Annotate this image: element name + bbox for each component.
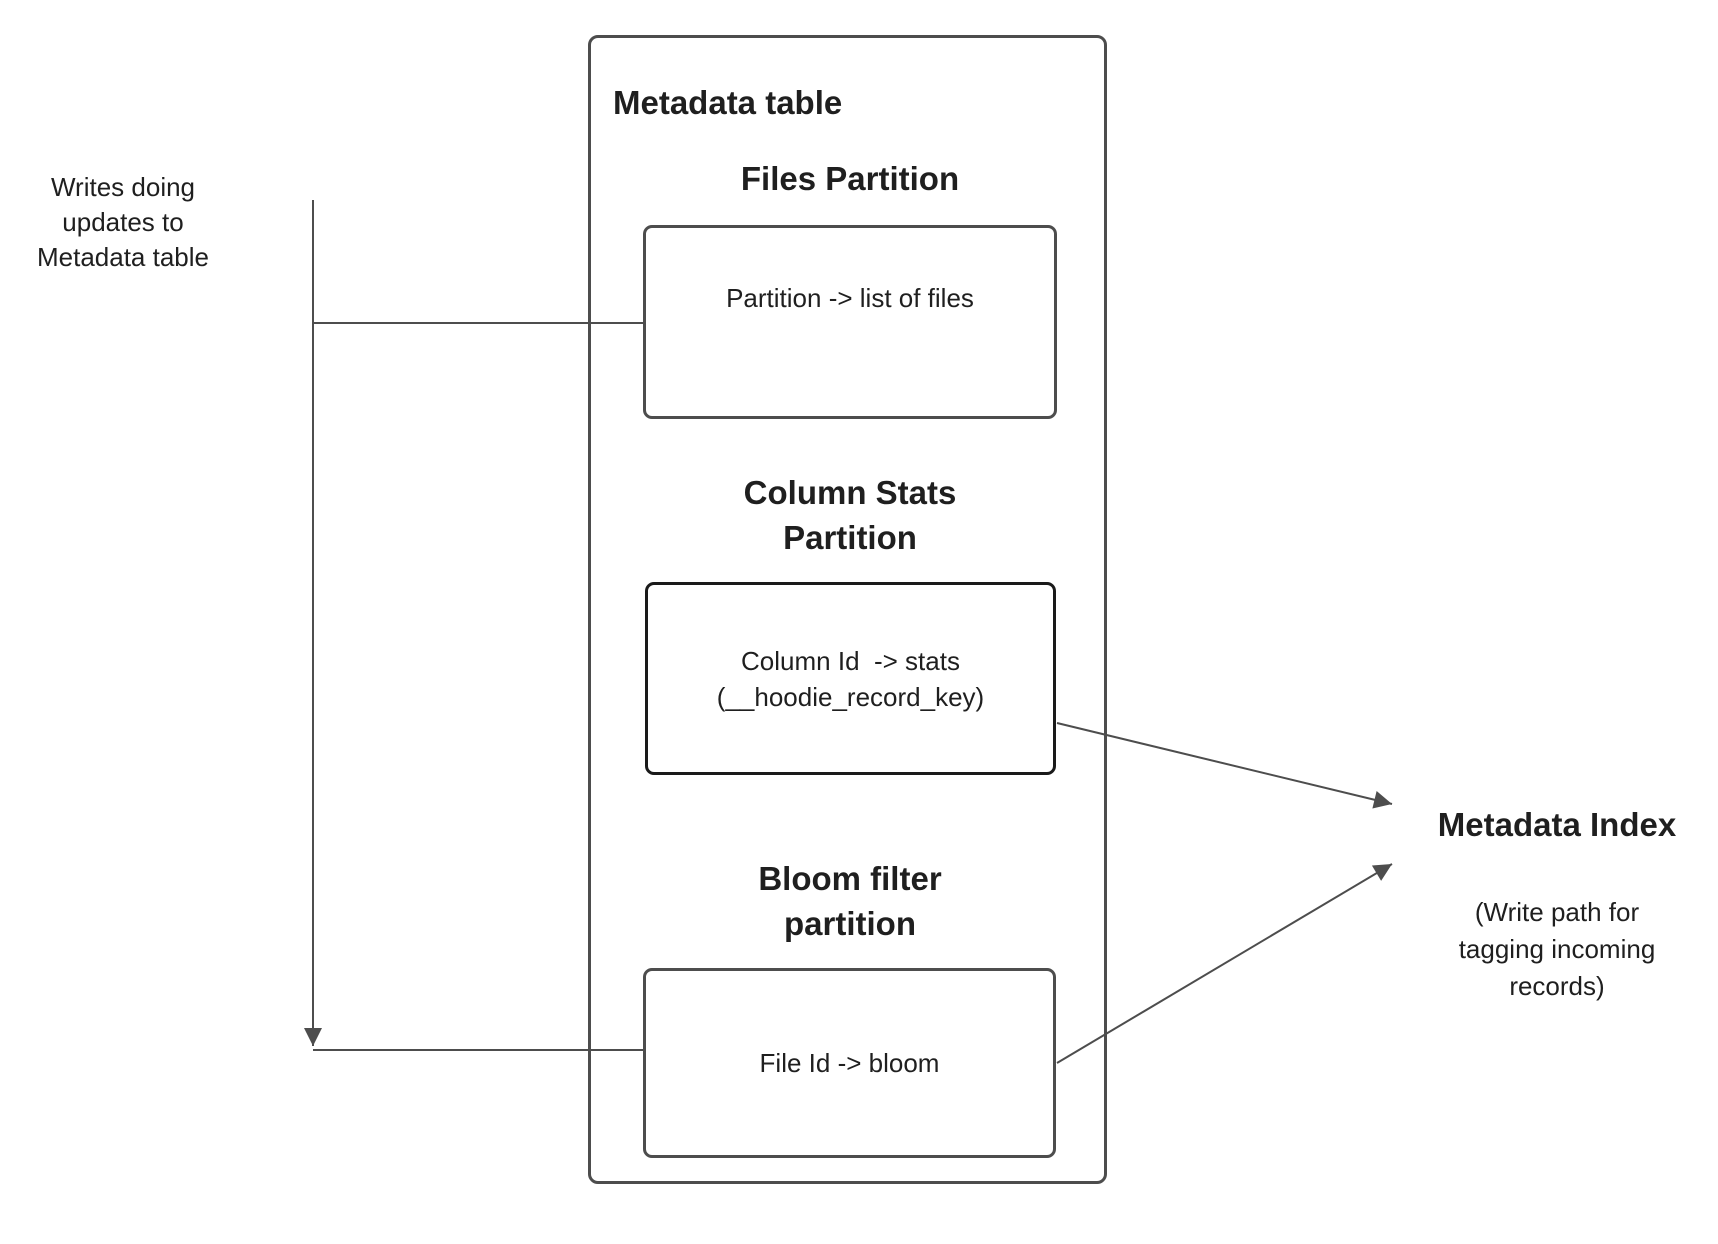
metadata-index-note-line: records) [1509,971,1605,1001]
writes-note-line: Metadata table [36,242,209,272]
bloom-partition-heading: Bloom filter partition [643,856,1057,946]
metadata-table-title: Metadata table [613,84,843,121]
bloom-partition-box: File Id -> bloom [643,968,1056,1158]
writes-note-line: Writes doing [50,172,196,202]
bloom-partition-heading-line: partition [784,905,916,942]
metadata-index-note: (Write path for tagging incoming records… [1407,894,1707,1005]
bloom-to-index-arrow [1056,863,1393,1064]
metadata-index-note-line: (Write path for [1474,897,1640,927]
bloom-partition-mapping: File Id -> bloom [759,1048,940,1078]
writes-note-line: updates to [62,207,184,237]
column-stats-box: Column Id -> stats (__hoodie_record_key) [645,582,1056,775]
metadata-index-note-line: tagging incoming [1458,934,1656,964]
column-stats-mapping-line1: Column Id -> stats [741,645,960,676]
metadata-table-box [588,35,1107,1184]
column-stats-heading-line: Partition [783,519,917,556]
column-stats-to-index-arrow [1056,722,1393,809]
bloom-partition-heading-line: Bloom filter [758,860,942,897]
metadata-index-title: Metadata Index [1437,806,1677,843]
files-partition-box: Partition -> list of files [643,225,1057,419]
files-partition-heading: Files Partition [740,160,960,197]
writes-note: Writes doing updates to Metadata table [10,170,236,275]
column-stats-heading-line: Column Stats [743,474,957,511]
files-partition-mapping: Partition -> list of files [726,283,974,313]
column-stats-mapping-line2: (__hoodie_record_key) [716,681,985,712]
column-stats-heading: Column Stats Partition [643,470,1057,560]
